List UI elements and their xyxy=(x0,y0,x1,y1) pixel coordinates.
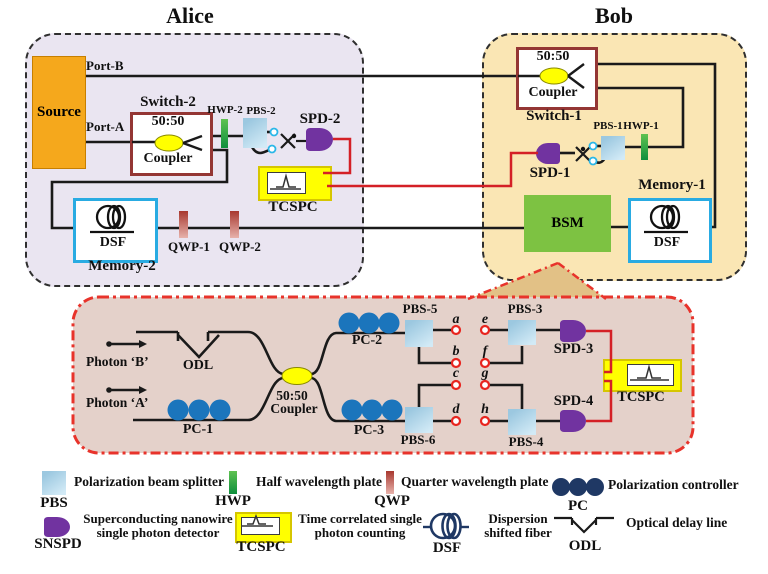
pbs4-label: PBS-4 xyxy=(508,434,544,449)
legend-pc-desc: Polarization controller xyxy=(608,477,739,492)
pc2-label: PC-2 xyxy=(351,333,383,348)
pbs4-cube xyxy=(508,409,536,435)
inset-coupler-label: Coupler xyxy=(270,401,318,416)
qwp2-plate xyxy=(230,211,239,238)
photon-b-label: Photon ‘B’ xyxy=(86,354,149,369)
pbs5-cube xyxy=(405,320,433,347)
spd2-label: SPD-2 xyxy=(299,111,341,127)
hwp2-label: HWP-2 xyxy=(207,104,243,116)
legend-pc-icon xyxy=(552,478,604,496)
legend-hwp-desc: Half wavelength plate xyxy=(256,474,382,489)
alice-title: Alice xyxy=(166,3,214,28)
pbs1-cube xyxy=(601,136,625,160)
qwp2-label: QWP-2 xyxy=(219,239,261,254)
bsm-box: BSM xyxy=(524,195,611,252)
legend-snspd-icon xyxy=(44,517,70,537)
pbs6-cube xyxy=(405,407,433,433)
qwp1-plate xyxy=(179,211,188,238)
photon-a-label: Photon ‘A’ xyxy=(86,395,149,410)
legend-qwp-desc: Quarter wavelength plate xyxy=(401,474,549,489)
memory1-dsf-box xyxy=(628,198,712,263)
spd3-label: SPD-3 xyxy=(553,341,594,357)
legend-hwp-abbr: HWP xyxy=(215,493,251,509)
spd1-detector xyxy=(536,143,560,164)
legend-pc-abbr: PC xyxy=(568,498,588,514)
pc1-label: PC-1 xyxy=(182,422,214,437)
pbs3-label: PBS-3 xyxy=(507,301,543,316)
hwp1-plate xyxy=(641,134,648,160)
tcspc-alice-screen xyxy=(267,172,306,194)
legend-pbs-icon xyxy=(42,471,66,495)
hwp1-label: HWP-1 xyxy=(623,120,659,132)
legend-dsf-desc: Dispersion shifted fiber xyxy=(484,511,552,540)
legend-pbs-desc: Polarization beam splitter xyxy=(74,474,224,489)
switch2-ratio: 50:50 xyxy=(151,114,185,129)
spd4-label: SPD-4 xyxy=(553,393,594,409)
pbs5-label: PBS-5 xyxy=(402,301,438,316)
source-label: Source xyxy=(37,104,81,120)
legend-tcspc-desc: Time correlated single photon counting xyxy=(298,511,422,540)
switch1-label: Switch-1 xyxy=(526,108,582,124)
legend-odl-abbr: ODL xyxy=(568,538,602,554)
odl-icon xyxy=(176,332,220,359)
port-c-letter: c xyxy=(452,366,460,381)
port-g-letter: g xyxy=(481,366,489,381)
legend-snspd-abbr: SNSPD xyxy=(34,536,82,552)
memory2-dsf-box xyxy=(73,198,158,263)
tcspc-alice-box xyxy=(258,166,332,201)
memory1-label: Memory-1 xyxy=(638,177,706,193)
pc3-label: PC-3 xyxy=(353,423,385,438)
tcspc-inset-screen xyxy=(627,364,674,386)
qwp1-label: QWP-1 xyxy=(168,239,210,254)
port-b-letter: b xyxy=(452,344,460,359)
tcspc-inset-box xyxy=(603,359,682,392)
odl-label: ODL xyxy=(182,358,214,373)
port-f-letter: f xyxy=(482,344,488,359)
memory1-dsf-label: DSF xyxy=(653,235,681,250)
legend-tcspc-screen xyxy=(241,517,280,535)
bsm-label: BSM xyxy=(551,215,584,231)
legend-tcspc-abbr: TCSPC xyxy=(236,539,286,555)
legend-pbs-abbr: PBS xyxy=(40,495,68,511)
legend-odl-desc: Optical delay line xyxy=(626,515,728,530)
legend-qwp-abbr: QWP xyxy=(374,493,410,509)
photon-source: Source xyxy=(32,56,86,169)
port-d-letter: d xyxy=(452,402,460,417)
legend-qwp-icon xyxy=(386,471,394,494)
pbs3-cube xyxy=(508,320,536,345)
port-a-letter: a xyxy=(452,312,460,327)
port-h-letter: h xyxy=(481,402,489,417)
port-a-label: Port-A xyxy=(86,119,125,134)
tcspc-alice-label: TCSPC xyxy=(268,199,318,215)
switch1-coupler-label: Coupler xyxy=(528,85,578,100)
legend-hwp-icon xyxy=(229,471,237,494)
pbs6-label: PBS-6 xyxy=(400,432,436,447)
spd2-detector xyxy=(306,128,333,151)
pbs2-label: PBS-2 xyxy=(246,105,276,117)
switch2-coupler-label: Coupler xyxy=(143,151,193,166)
tcspc-inset-label: TCSPC xyxy=(617,389,665,405)
spd3-detector xyxy=(560,320,586,342)
switch1-ratio: 50:50 xyxy=(536,49,570,64)
memory2-dsf-label: DSF xyxy=(99,235,127,250)
legend-dsf-abbr: DSF xyxy=(432,540,462,556)
port-b-label: Port-B xyxy=(86,58,124,73)
legend-odl-icon xyxy=(554,516,614,534)
port-e-letter: e xyxy=(481,312,489,327)
switch2-label: Switch-2 xyxy=(140,94,196,110)
hwp2-plate xyxy=(221,119,228,148)
spd1-label: SPD-1 xyxy=(529,165,571,181)
memory2-label: Memory-2 xyxy=(88,258,156,274)
bob-title: Bob xyxy=(595,3,633,28)
pbs2-cube xyxy=(243,118,267,148)
spd4-detector xyxy=(560,410,586,432)
legend-dsf-coil xyxy=(429,512,462,540)
legend-snspd-desc: Superconducting nanowire single photon d… xyxy=(83,511,233,540)
